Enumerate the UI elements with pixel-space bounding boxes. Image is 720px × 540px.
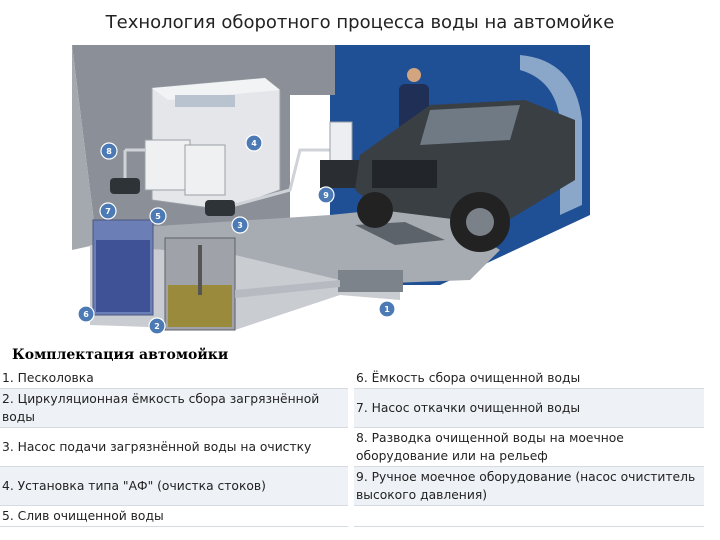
- vehicle-rim: [466, 208, 494, 236]
- component-cell: 9. Ручное моечное оборудование (насос оч…: [351, 466, 704, 506]
- clean-water-fill: [96, 240, 150, 312]
- callout-4: 4: [245, 134, 263, 152]
- vehicle-body: [355, 100, 575, 225]
- pipes: [123, 148, 330, 207]
- component-cell: 8. Разводка очищенной воды на моечное об…: [351, 427, 704, 467]
- drain-pipe: [235, 280, 340, 298]
- svg-text:8: 8: [106, 147, 112, 156]
- svg-text:9: 9: [323, 191, 329, 200]
- side-wall: [72, 45, 95, 250]
- svg-text:6: 6: [83, 310, 89, 319]
- filter-tank-b: [184, 144, 226, 196]
- callout-8: 8: [100, 142, 118, 160]
- filter-tank-a: [144, 139, 191, 191]
- pump-3: [205, 200, 235, 216]
- component-cell: 4. Установка типа "АФ" (очистка стоков): [0, 466, 354, 506]
- vehicle-wheel-front-left: [357, 192, 393, 228]
- component-cell: [351, 505, 704, 527]
- treatment-unit-top: [152, 78, 280, 100]
- svg-text:5: 5: [155, 212, 161, 221]
- sand-trap: [338, 270, 403, 292]
- car-wash-illustration: 1 2 3 4 5 6 7 8 9: [72, 45, 590, 335]
- callout-5: 5: [149, 207, 167, 225]
- svg-text:7: 7: [105, 207, 111, 216]
- callout-7: 7: [99, 202, 117, 220]
- callout-3: 3: [231, 216, 249, 234]
- component-cell: 7. Насос откачки очищенной воды: [351, 388, 704, 428]
- spec-heading: Комплектация автомойки: [12, 347, 229, 363]
- component-cell: 1. Песколовка: [0, 368, 354, 389]
- table-row: 2. Циркуляционная ёмкость сбора загрязнё…: [0, 388, 704, 428]
- pump-7: [110, 178, 140, 194]
- svg-text:2: 2: [154, 322, 160, 331]
- svg-text:3: 3: [237, 221, 243, 230]
- worker-head: [407, 68, 421, 82]
- diagram-title: Технология оборотного процесса воды на а…: [105, 12, 615, 33]
- washer-base: [320, 160, 360, 188]
- table-row: 1. Песколовка 6. Ёмкость сбора очищенной…: [0, 368, 704, 389]
- callout-1: 1: [378, 300, 396, 318]
- component-cell: 6. Ёмкость сбора очищенной воды: [351, 368, 704, 389]
- component-cell: 2. Циркуляционная ёмкость сбора загрязнё…: [0, 388, 354, 428]
- control-panel: [175, 95, 235, 107]
- component-cell: 5. Слив очищенной воды: [0, 505, 354, 527]
- vehicle-windshield: [420, 105, 520, 145]
- table-row: 4. Установка типа "АФ" (очистка стоков) …: [0, 466, 704, 506]
- svg-text:4: 4: [251, 139, 257, 148]
- component-cell: 3. Насос подачи загрязнённой воды на очи…: [0, 427, 354, 467]
- pump-pipe: [198, 245, 202, 295]
- table-row: 5. Слив очищенной воды: [0, 505, 704, 527]
- svg-text:1: 1: [384, 305, 390, 314]
- callout-6: 6: [77, 305, 95, 323]
- callout-9: 9: [317, 186, 335, 204]
- vehicle-grille: [372, 160, 437, 188]
- table-row: 3. Насос подачи загрязнённой воды на очи…: [0, 427, 704, 467]
- components-table: 1. Песколовка 6. Ёмкость сбора очищенной…: [0, 368, 704, 527]
- callout-2: 2: [148, 317, 166, 335]
